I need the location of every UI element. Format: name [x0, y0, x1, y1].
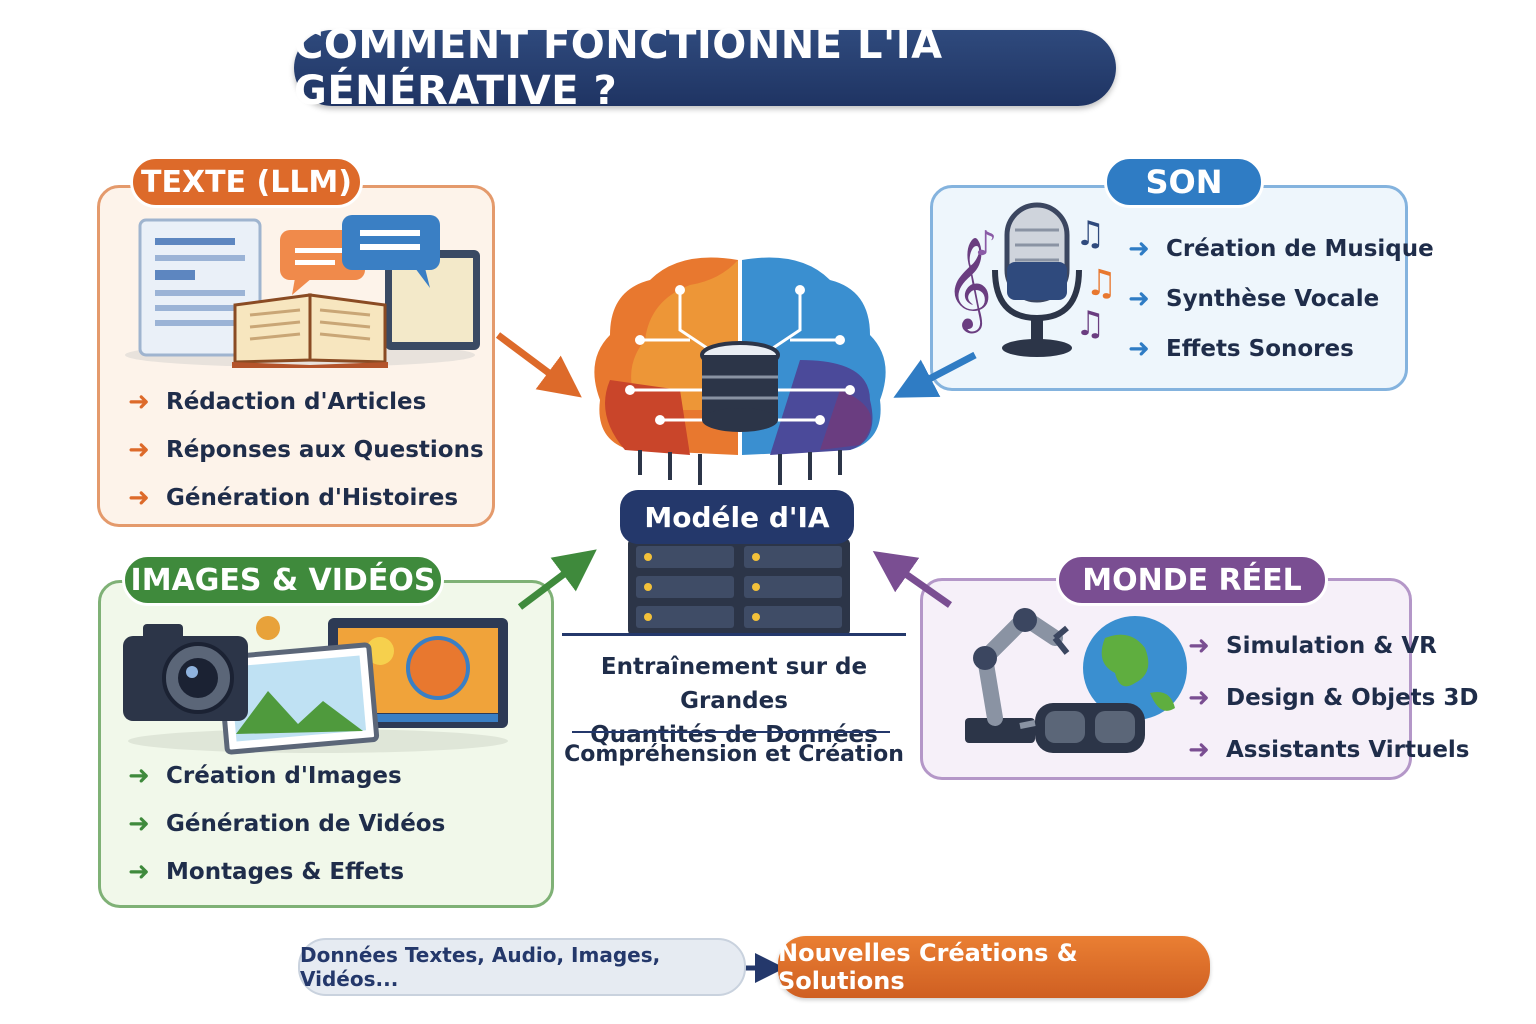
list-item: ➜Rédaction d'Articles [128, 387, 427, 417]
monitor-icon [328, 618, 508, 728]
microphone-icon [992, 202, 1082, 357]
globe-icon [1083, 616, 1187, 720]
svg-text:♫: ♫ [1085, 263, 1117, 304]
list-item: ➜Synthèse Vocale [1128, 284, 1380, 314]
arrow-right-icon: ➜ [128, 857, 150, 887]
arrow-monde-to-model [872, 550, 953, 608]
son-items: ➜Création de Musique ➜Synthèse Vocale ➜E… [1128, 224, 1434, 374]
understanding-caption: Compréhension et Création [564, 742, 904, 767]
training-line-1: Entraînement sur de Grandes [600, 654, 868, 714]
list-item: ➜Création d'Images [128, 761, 402, 791]
list-item: ➜Design & Objets 3D [1188, 683, 1479, 713]
arrow-right-icon: ➜ [1128, 234, 1150, 264]
picture-icon [217, 642, 380, 755]
list-item: ➜Génération d'Histoires [128, 483, 459, 513]
list-item: ➜Génération de Vidéos [128, 809, 446, 839]
database-icon [700, 341, 780, 432]
center-illustration [594, 257, 886, 636]
texte-illustration [125, 215, 480, 368]
son-label-text: SON [1145, 163, 1223, 201]
monde-label-text: MONDE RÉEL [1082, 562, 1302, 598]
output-text: Nouvelles Créations & Solutions [778, 939, 1078, 995]
model-label: Modéle d'IA [620, 490, 854, 544]
images-label-text: IMAGES & VIDÉOS [130, 562, 436, 598]
training-caption: Entraînement sur de Grandes Quantités de… [562, 650, 906, 752]
monde-illustration [965, 607, 1187, 753]
server-icon [628, 538, 850, 636]
model-label-text: Modéle d'IA [644, 500, 830, 534]
arrow-right-icon: ➜ [1128, 334, 1150, 364]
svg-text:𝄞: 𝄞 [945, 236, 992, 333]
training-line-2: Quantités de Données [590, 722, 878, 748]
arrow-right-icon: ➜ [1188, 631, 1210, 661]
document-icon [138, 218, 262, 357]
monde-items: ➜Simulation & VR ➜Design & Objets 3D ➜As… [1188, 620, 1478, 776]
vr-headset-icon [1019, 703, 1145, 753]
svg-text:♫: ♫ [1075, 304, 1105, 344]
son-illustration: 𝄞 ♪ ♫ ♫ ♫ [945, 202, 1117, 357]
speech-bubble-icon [280, 215, 440, 295]
output-pill: Nouvelles Créations & Solutions [778, 936, 1210, 998]
list-item: ➜Création de Musique [1128, 234, 1434, 264]
list-item: ➜Assistants Virtuels [1188, 735, 1470, 765]
texte-label-text: TEXTE (LLM) [141, 164, 352, 200]
list-item: ➜Effets Sonores [1128, 334, 1354, 364]
arrow-right-icon: ➜ [1188, 683, 1210, 713]
center-divider-top [562, 633, 906, 636]
arrow-right-icon: ➜ [128, 483, 150, 513]
images-card-label: IMAGES & VIDÉOS [122, 554, 444, 606]
page-title: COMMENT FONCTIONNE L'IA GÉNÉRATIVE ? [294, 22, 943, 114]
arrow-right-icon: ➜ [128, 435, 150, 465]
monde-card-label: MONDE RÉEL [1056, 554, 1328, 606]
list-item: ➜Simulation & VR [1188, 631, 1437, 661]
arrow-right-icon: ➜ [1188, 735, 1210, 765]
center-divider-bottom [572, 731, 890, 733]
robot-arm-icon [965, 607, 1070, 743]
arrow-right-icon: ➜ [128, 761, 150, 791]
music-note-icon: 𝄞 ♪ ♫ ♫ ♫ [945, 214, 1117, 344]
title-banner: COMMENT FONCTIONNE L'IA GÉNÉRATIVE ? [294, 22, 1116, 114]
list-item: ➜Montages & Effets [128, 857, 405, 887]
arrow-right-icon: ➜ [128, 809, 150, 839]
book-icon [232, 293, 388, 368]
arrow-images-to-model [517, 549, 597, 610]
son-card-label: SON [1104, 156, 1264, 208]
images-illustration [123, 616, 508, 755]
arrow-right-icon: ➜ [128, 387, 150, 417]
arrow-son-to-model [893, 351, 977, 398]
input-data-pill: Données Textes, Audio, Images, Vidéos... [298, 938, 746, 996]
texte-card-label: TEXTE (LLM) [130, 156, 363, 208]
texte-items: ➜Rédaction d'Articles ➜Réponses aux Ques… [128, 378, 484, 522]
arrow-right-icon: ➜ [1128, 284, 1150, 314]
images-items: ➜Création d'Images ➜Génération de Vidéos… [128, 752, 445, 896]
arrow-texte-to-model [495, 332, 582, 398]
camera-icon [123, 616, 280, 721]
input-data-text: Données Textes, Audio, Images, Vidéos... [300, 943, 661, 991]
list-item: ➜Réponses aux Questions [128, 435, 484, 465]
svg-text:♫: ♫ [1075, 214, 1105, 254]
svg-text:♪: ♪ [975, 224, 997, 264]
